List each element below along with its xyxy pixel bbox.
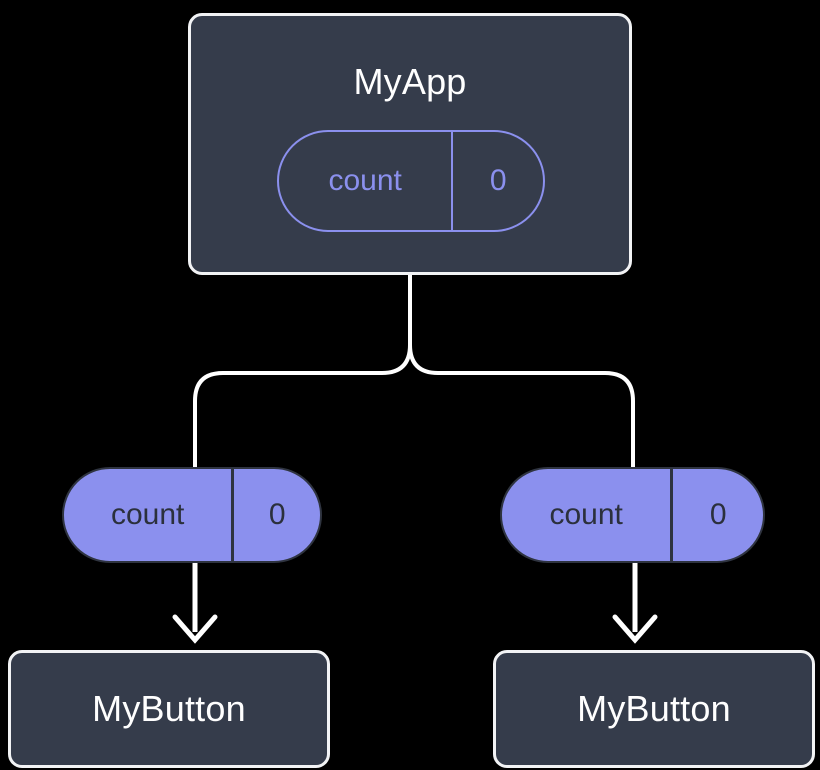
edge-right-arrow-head xyxy=(612,614,658,644)
state-pill-key: count xyxy=(328,164,402,197)
component-node-mybutton-left[interactable]: MyButton xyxy=(8,650,330,768)
state-pill-value: 0 xyxy=(489,164,507,197)
edge-root-split xyxy=(408,273,635,469)
prop-pill-value: 0 xyxy=(709,498,727,531)
prop-pill-key: count xyxy=(110,498,185,531)
edge-left-arrow-head xyxy=(172,614,218,644)
edge-root-split-left xyxy=(193,343,412,469)
state-pill-divider xyxy=(451,132,454,230)
component-title: MyButton xyxy=(577,688,731,729)
prop-pill-value: 0 xyxy=(268,498,286,531)
prop-pill-count-right[interactable]: count 0 xyxy=(500,467,765,563)
prop-pill-divider xyxy=(670,469,674,561)
prop-pill-count-left[interactable]: count 0 xyxy=(62,467,322,563)
prop-pill-key: count xyxy=(549,498,623,531)
state-pill-count[interactable]: count 0 xyxy=(277,130,545,232)
component-title: MyButton xyxy=(92,688,246,729)
component-title: MyApp xyxy=(353,61,467,102)
prop-pill-divider xyxy=(231,469,235,561)
component-node-mybutton-right[interactable]: MyButton xyxy=(493,650,815,768)
